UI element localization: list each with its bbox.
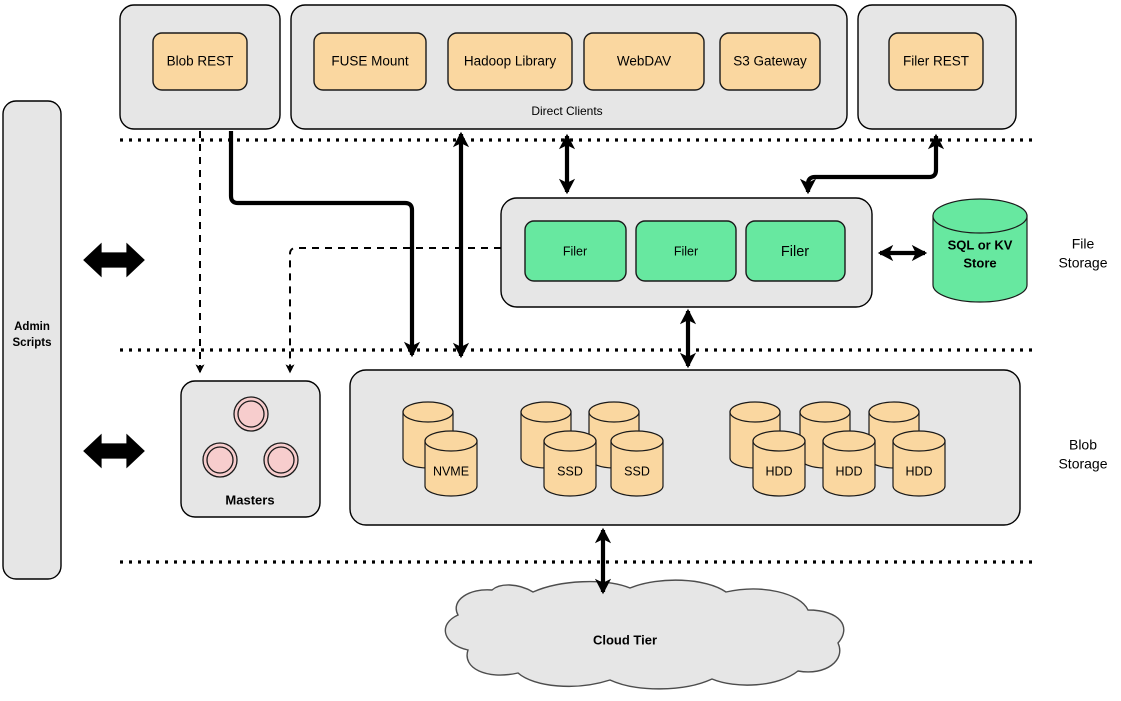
- filer-node-3-box: [745, 220, 846, 282]
- client-webdav[interactable]: WebDAV: [583, 32, 705, 91]
- filer-rest-group[interactable]: Filer REST: [857, 4, 1017, 130]
- cloud-tier-label: Cloud Tier: [593, 632, 657, 647]
- ssd-cylinder-label-2: SSD: [624, 464, 650, 478]
- master-node-1[interactable]: [233, 396, 269, 432]
- connector-blobrest-to-volumes: [228, 131, 421, 358]
- client-filer-rest-box: [888, 32, 984, 91]
- filer-cluster-group[interactable]: Filer Filer Filer: [500, 197, 873, 308]
- nvme-cylinder-label: NVME: [433, 464, 469, 478]
- masters-box: [180, 380, 321, 518]
- blob-storage-label-line1: Blob: [1069, 437, 1097, 453]
- volume-servers-group[interactable]: NVME SSD SSD: [349, 369, 1021, 526]
- admin-scripts-label-line2: Scripts: [13, 337, 52, 349]
- metastore-cylinder[interactable]: SQL or KV Store: [932, 198, 1028, 303]
- metastore-label-line2: Store: [963, 255, 996, 270]
- client-webdav-label: WebDAV: [617, 54, 671, 69]
- admin-to-blob-storage-arrow: [83, 433, 145, 469]
- admin-scripts-panel[interactable]: Admin Scripts: [2, 100, 62, 580]
- client-blob-rest-label: Blob REST: [167, 54, 234, 69]
- client-webdav-box: [583, 32, 705, 91]
- admin-scripts-box: [2, 100, 62, 580]
- hdd-cylinder-label-3: HDD: [905, 464, 932, 478]
- filer-node-1-label: Filer: [563, 244, 587, 258]
- client-s3-gateway[interactable]: S3 Gateway: [719, 32, 821, 91]
- client-hadoop-library-box: [447, 32, 573, 91]
- ssd-cylinder-front-2[interactable]: SSD: [610, 430, 664, 497]
- client-blob-rest-box: [152, 32, 248, 91]
- client-hadoop-library[interactable]: Hadoop Library: [447, 32, 573, 91]
- filer-node-2-label: Filer: [674, 244, 698, 258]
- admin-to-file-storage-arrow: [83, 242, 145, 278]
- filer-node-2[interactable]: Filer: [635, 220, 737, 282]
- volume-group-ssd[interactable]: SSD SSD: [520, 401, 664, 497]
- client-fuse-mount[interactable]: FUSE Mount: [313, 32, 427, 91]
- volume-group-nvme[interactable]: NVME: [402, 401, 478, 497]
- blob-storage-tier-label: Blob Storage: [1058, 437, 1107, 472]
- cloud-tier-group[interactable]: Cloud Tier: [444, 579, 845, 690]
- client-fuse-mount-box: [313, 32, 427, 91]
- direct-clients-group[interactable]: FUSE Mount Hadoop Library WebDAV S3 Gate…: [290, 4, 848, 130]
- filer-node-3[interactable]: Filer: [745, 220, 846, 282]
- metastore-cylinder-body: [932, 215, 1028, 303]
- hdd-cylinder-front-1[interactable]: HDD: [752, 430, 806, 497]
- master-node-2[interactable]: [202, 442, 238, 478]
- client-filer-rest[interactable]: Filer REST: [888, 32, 984, 91]
- masters-group[interactable]: Masters: [180, 380, 321, 518]
- ssd-cylinder-front-1[interactable]: SSD: [543, 430, 597, 497]
- filer-node-3-label: Filer: [781, 244, 809, 260]
- metastore-label-line1: SQL or KV: [948, 237, 1013, 252]
- blob-rest-group[interactable]: Blob REST: [119, 4, 281, 130]
- hdd-cylinder-front-2[interactable]: HDD: [822, 430, 876, 497]
- file-storage-label-line2: Storage: [1058, 255, 1107, 271]
- cloud-shape: [444, 579, 845, 690]
- ssd-cylinder-label-1: SSD: [557, 464, 583, 478]
- blob-storage-label-line2: Storage: [1058, 456, 1107, 472]
- metastore-cylinder-top: [932, 198, 1028, 234]
- file-storage-label-line1: File: [1072, 236, 1095, 252]
- client-fuse-mount-label: FUSE Mount: [331, 54, 409, 69]
- filer-node-1-box: [524, 220, 627, 282]
- filer-node-1[interactable]: Filer: [524, 220, 627, 282]
- client-s3-gateway-box: [719, 32, 821, 91]
- direct-clients-caption: Direct Clients: [531, 104, 602, 118]
- connector-filer-to-masters: [285, 247, 501, 374]
- filer-node-2-box: [635, 220, 737, 282]
- masters-label: Masters: [225, 492, 274, 507]
- client-filer-rest-label: Filer REST: [903, 54, 969, 69]
- master-node-3[interactable]: [263, 442, 299, 478]
- client-hadoop-library-label: Hadoop Library: [464, 54, 557, 69]
- connector-filerrest-to-filers: [799, 133, 945, 195]
- hdd-cylinder-label-1: HDD: [765, 464, 792, 478]
- volume-group-hdd[interactable]: HDD HDD HDD: [729, 401, 946, 497]
- file-storage-tier-label: File Storage: [1058, 236, 1107, 271]
- client-blob-rest[interactable]: Blob REST: [152, 32, 248, 91]
- hdd-cylinder-label-2: HDD: [835, 464, 862, 478]
- client-s3-gateway-label: S3 Gateway: [733, 54, 807, 69]
- hdd-cylinder-front-3[interactable]: HDD: [892, 430, 946, 497]
- admin-scripts-label-line1: Admin: [14, 321, 50, 333]
- nvme-cylinder-front-1[interactable]: NVME: [424, 430, 478, 497]
